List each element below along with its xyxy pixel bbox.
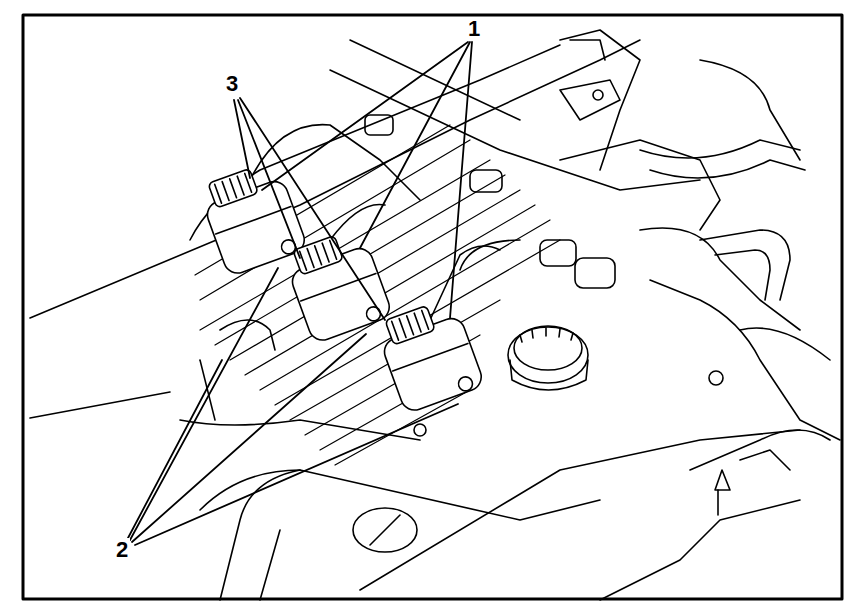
leader-lines bbox=[128, 42, 472, 545]
ignition-coil bbox=[282, 226, 393, 344]
frame bbox=[23, 15, 842, 599]
callout-number: 2 bbox=[114, 538, 130, 562]
wire-harness bbox=[200, 125, 500, 420]
callout-number: 3 bbox=[224, 72, 240, 96]
oil-filler-cap bbox=[508, 326, 588, 390]
fittings bbox=[365, 40, 620, 288]
engine-outline bbox=[30, 30, 840, 600]
callout-number: 1 bbox=[466, 17, 482, 41]
ignition-coil bbox=[374, 296, 485, 414]
plug bbox=[353, 424, 426, 552]
hoses bbox=[640, 140, 805, 515]
